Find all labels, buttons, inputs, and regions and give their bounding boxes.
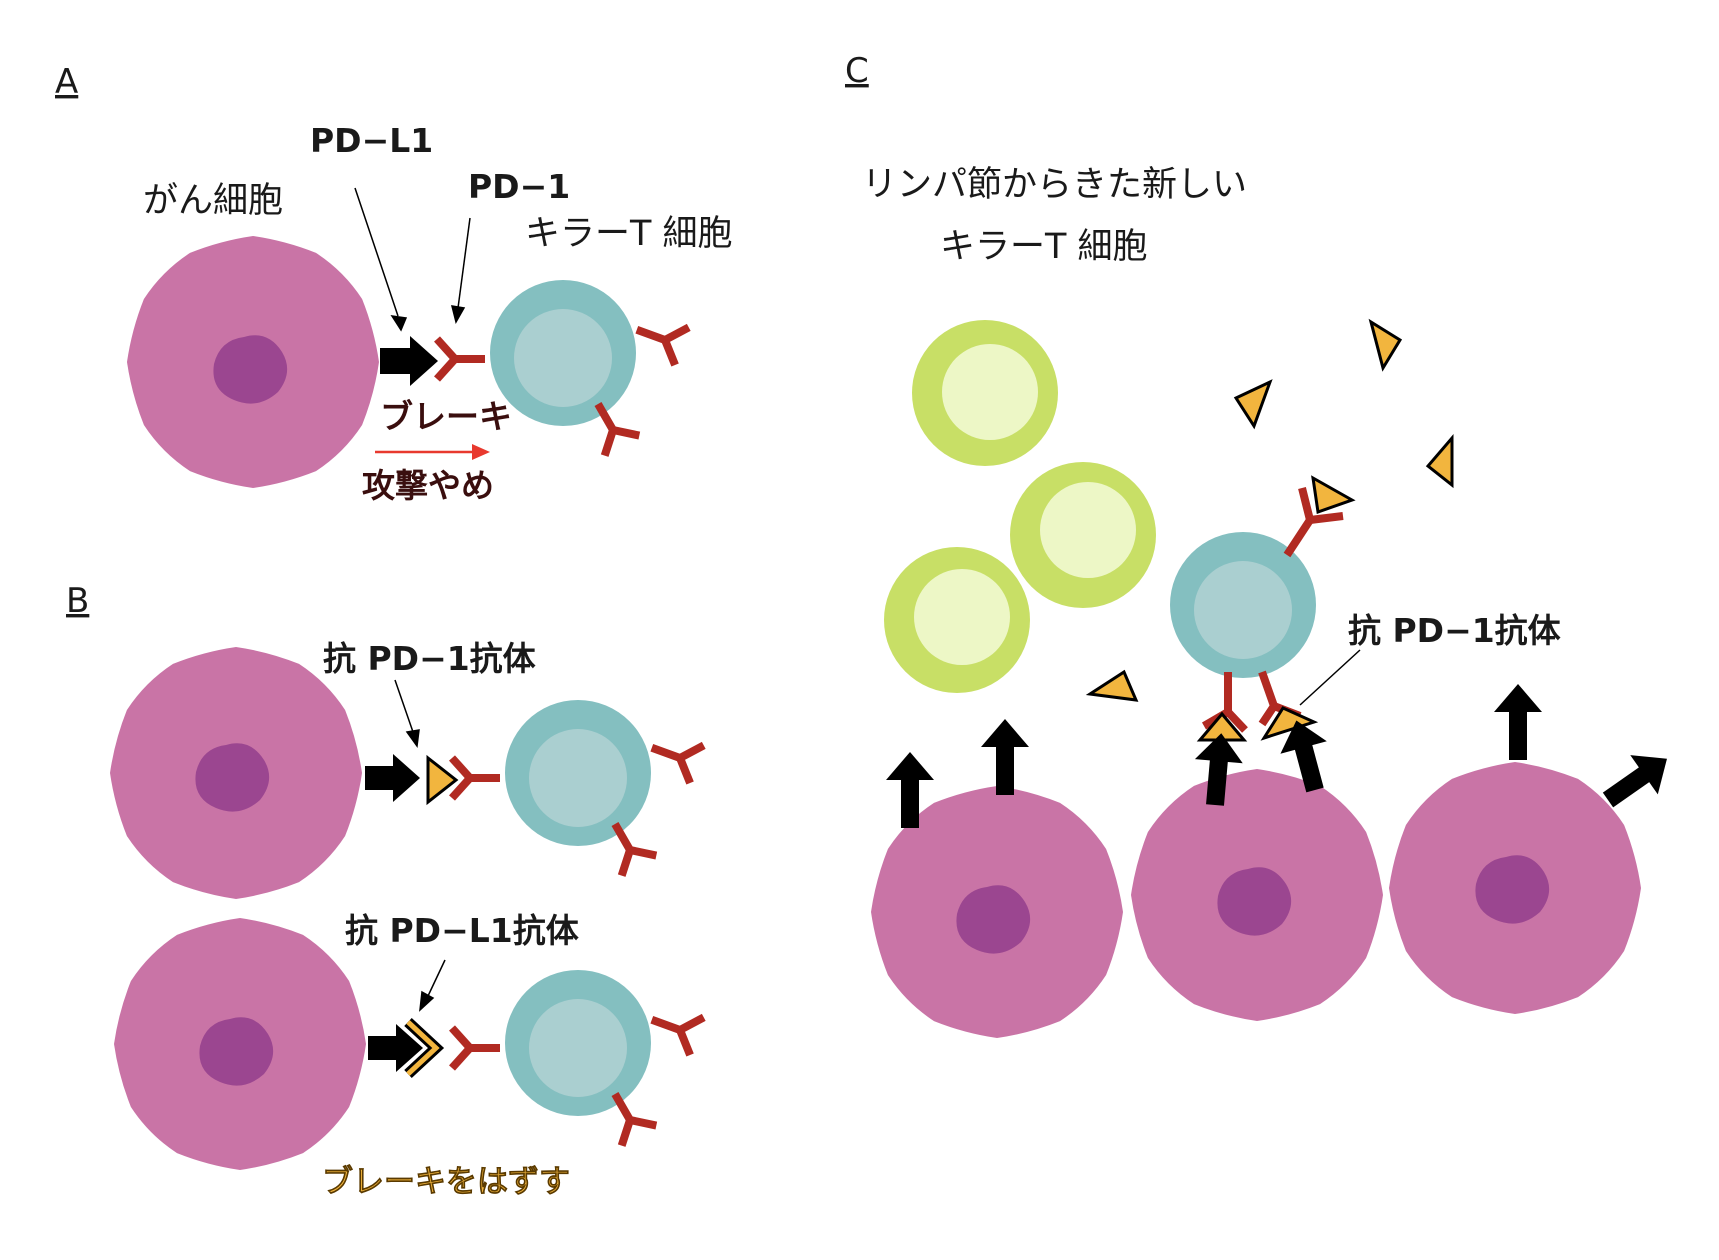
receptor-c-top: [1283, 475, 1356, 558]
killer-t-cell-b-1: [505, 700, 651, 846]
new-t-cell-2: [1010, 462, 1156, 608]
attack-arrows: [886, 684, 1667, 828]
anti-pd1-label-b: 抗 PD−1抗体: [323, 639, 536, 678]
free-antibody-3: [1425, 433, 1454, 489]
pd-1-receptor-b-1: [452, 758, 500, 798]
pd-1-label: PD−1: [468, 167, 570, 206]
receptor-a-1: [630, 311, 689, 365]
receptor-c-bottom-1: [1196, 672, 1248, 742]
new-t-cell-1: [912, 320, 1058, 466]
anti-pdl1-label: 抗 PD−L1抗体: [345, 911, 579, 950]
pd-l1-arrow-a: [380, 336, 438, 386]
new-t-label-line1: リンパ節からきた新しい: [862, 165, 1247, 205]
free-antibody-4: [1085, 669, 1139, 702]
brake-label: ブレーキ: [380, 397, 512, 436]
receptor-c-bottom-2: [1258, 670, 1319, 741]
panel-c: C リンパ節からきた新しい キラーT 細胞: [845, 51, 1667, 1038]
receptor-b-3: [645, 1001, 704, 1055]
pd-1-receptor-a: [437, 339, 485, 379]
panel-a: A がん細胞 PD−L1 PD−1 キラーT 細胞 ブレーキ: [55, 62, 733, 505]
pd-1-receptor-b-2: [452, 1028, 500, 1068]
killer-t-label: キラーT 細胞: [525, 214, 733, 254]
pd-l1-arrow-b-1: [365, 754, 420, 802]
killer-t-cell-c: [1170, 532, 1316, 678]
panel-b-label: B: [66, 581, 89, 621]
pointer-line-c: [1299, 649, 1361, 706]
new-t-label-line2: キラーT 細胞: [940, 227, 1148, 267]
pd-l1-label: PD−L1: [310, 121, 433, 160]
cancer-cell-a: [127, 236, 379, 488]
killer-t-cell-b-2: [505, 970, 651, 1116]
anti-pd1-antibody-b: [426, 754, 459, 806]
free-antibody-1: [1368, 318, 1403, 372]
cancer-cell-b-1: [110, 647, 362, 899]
pointer-line-b-1: [394, 679, 420, 748]
anti-pdl1-antibody: [404, 1017, 445, 1079]
cancer-cell-c-2: [1131, 769, 1383, 1021]
pointer-lines-a: [354, 187, 471, 332]
cancer-cell-label: がん細胞: [143, 181, 283, 221]
release-brake-label: ブレーキをはずす: [322, 1164, 570, 1200]
pointer-line-b-2: [419, 959, 446, 1012]
anti-pd1-label-c: 抗 PD−1抗体: [1348, 611, 1561, 650]
brake-arrow: [375, 444, 490, 460]
stop-attack-label: 攻撃やめ: [362, 466, 494, 505]
pd-l1-arrow-b-2: [368, 1024, 423, 1072]
cancer-cell-c-3: [1389, 762, 1641, 1014]
free-antibody-2: [1233, 379, 1273, 430]
panel-a-label: A: [55, 62, 78, 102]
killer-t-cell-a: [490, 280, 636, 426]
cancer-cell-b-2: [114, 918, 366, 1170]
new-t-cell-3: [884, 547, 1030, 693]
panel-c-label: C: [845, 51, 869, 91]
panel-b: B 抗 PD−1抗体 抗 PD−L1抗体: [66, 581, 704, 1200]
receptor-b-1: [645, 729, 704, 783]
